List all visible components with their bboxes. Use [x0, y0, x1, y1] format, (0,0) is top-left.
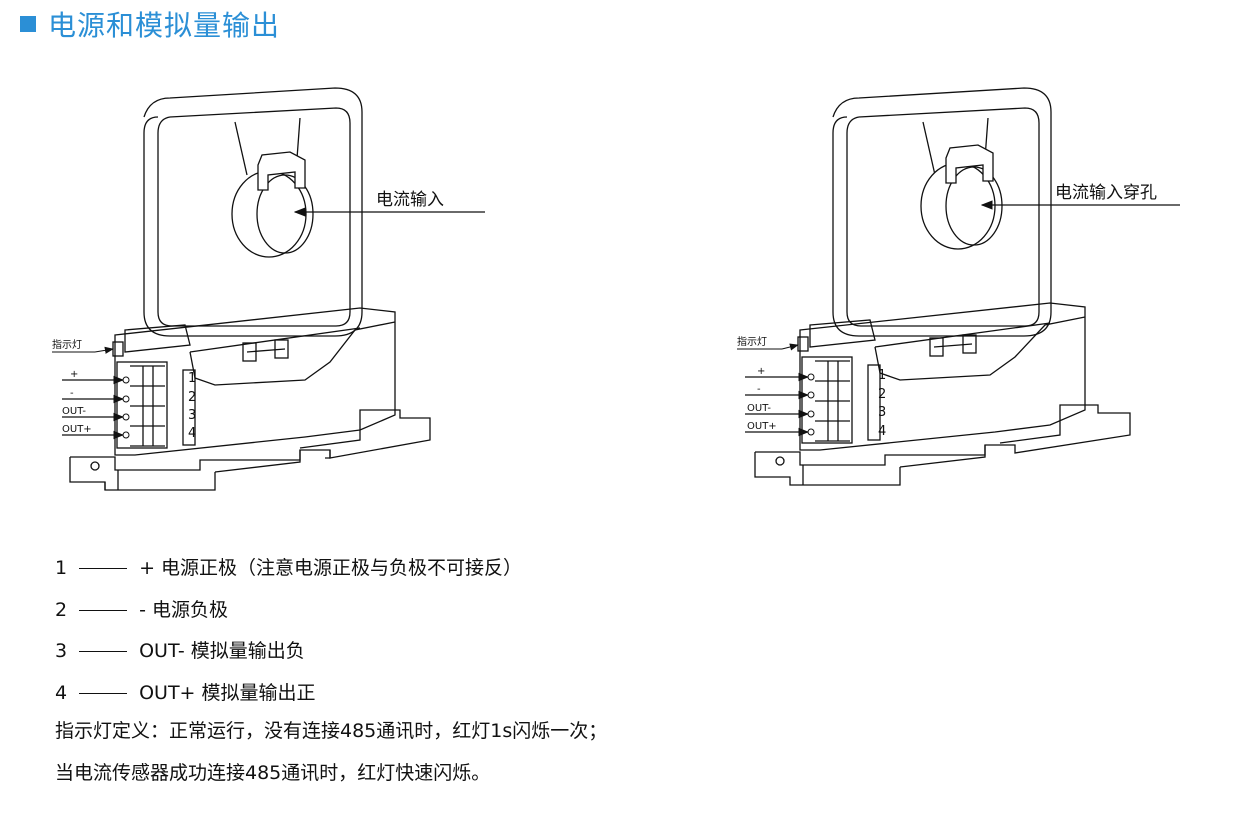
legend-text: + 电源正极（注意电源正极与负极不可接反）: [139, 557, 523, 579]
legend-row: 2 - 电源负极: [55, 590, 522, 632]
legend-num: 3: [55, 640, 68, 662]
legend-text: OUT+ 模拟量输出正: [139, 681, 316, 704]
legend-row: 3 OUT- 模拟量输出负: [55, 631, 522, 673]
pin-number: 2: [188, 390, 196, 405]
pin-number: 4: [878, 424, 886, 439]
legend-row: 1 + 电源正极（注意电源正极与负极不可接反）: [55, 548, 522, 590]
legend-num: 1: [55, 557, 68, 579]
section-title: 电源和模拟量输出: [48, 9, 281, 42]
legend-num: 4: [55, 681, 68, 704]
terminal-labels-left: + - OUT- OUT+ 1 2 3 4: [62, 369, 196, 441]
terminal-label: +: [70, 369, 78, 380]
legend-text: - 电源负极: [139, 598, 228, 621]
terminal-label: -: [757, 384, 761, 395]
legend-num: 2: [55, 598, 68, 621]
terminal-label: OUT+: [747, 421, 777, 432]
pin-number: 3: [878, 405, 886, 420]
legend-dash: [79, 692, 128, 694]
square-bullet-icon: [20, 16, 36, 32]
indicator-label-left: 指示灯: [52, 338, 82, 351]
legend-dash: [79, 568, 128, 569]
pin-number: 1: [188, 371, 196, 386]
terminal-label: OUT+: [62, 424, 92, 435]
legend-dash: [79, 609, 128, 611]
pin-number: 2: [878, 387, 886, 402]
indicator-note: 当电流传感器成功连接485通讯时，红灯快速闪烁。: [55, 762, 491, 784]
section-header: 电源和模拟量输出: [20, 6, 280, 42]
terminal-label: OUT-: [747, 403, 771, 414]
sensor-device-right: [754, 87, 1131, 486]
terminal-labels-right: + - OUT- OUT+ 1 2 3 4: [745, 366, 886, 439]
terminal-label: +: [757, 366, 765, 377]
pin-number: 4: [188, 426, 196, 441]
terminal-label: -: [70, 388, 74, 399]
legend-text: OUT- 模拟量输出负: [139, 640, 305, 662]
indicator-note: 指示灯定义：正常运行，没有连接485通讯时，红灯1s闪烁一次；: [55, 720, 608, 742]
legend-dash: [79, 651, 128, 652]
indicator-label-right: 指示灯: [737, 335, 767, 348]
callout-current-input: 电流输入: [376, 190, 444, 210]
legend-row: 4 OUT+ 模拟量输出正: [55, 673, 522, 715]
pin-number: 3: [188, 408, 196, 423]
sensor-device-left: [69, 87, 431, 491]
pin-legend: 1 + 电源正极（注意电源正极与负极不可接反） 2 - 电源负极 3 OUT- 模拟量…: [55, 548, 522, 714]
pin-number: 1: [878, 368, 886, 383]
terminal-label: OUT-: [62, 406, 86, 417]
callout-current-input-hole: 电流输入穿孔: [1055, 183, 1157, 203]
